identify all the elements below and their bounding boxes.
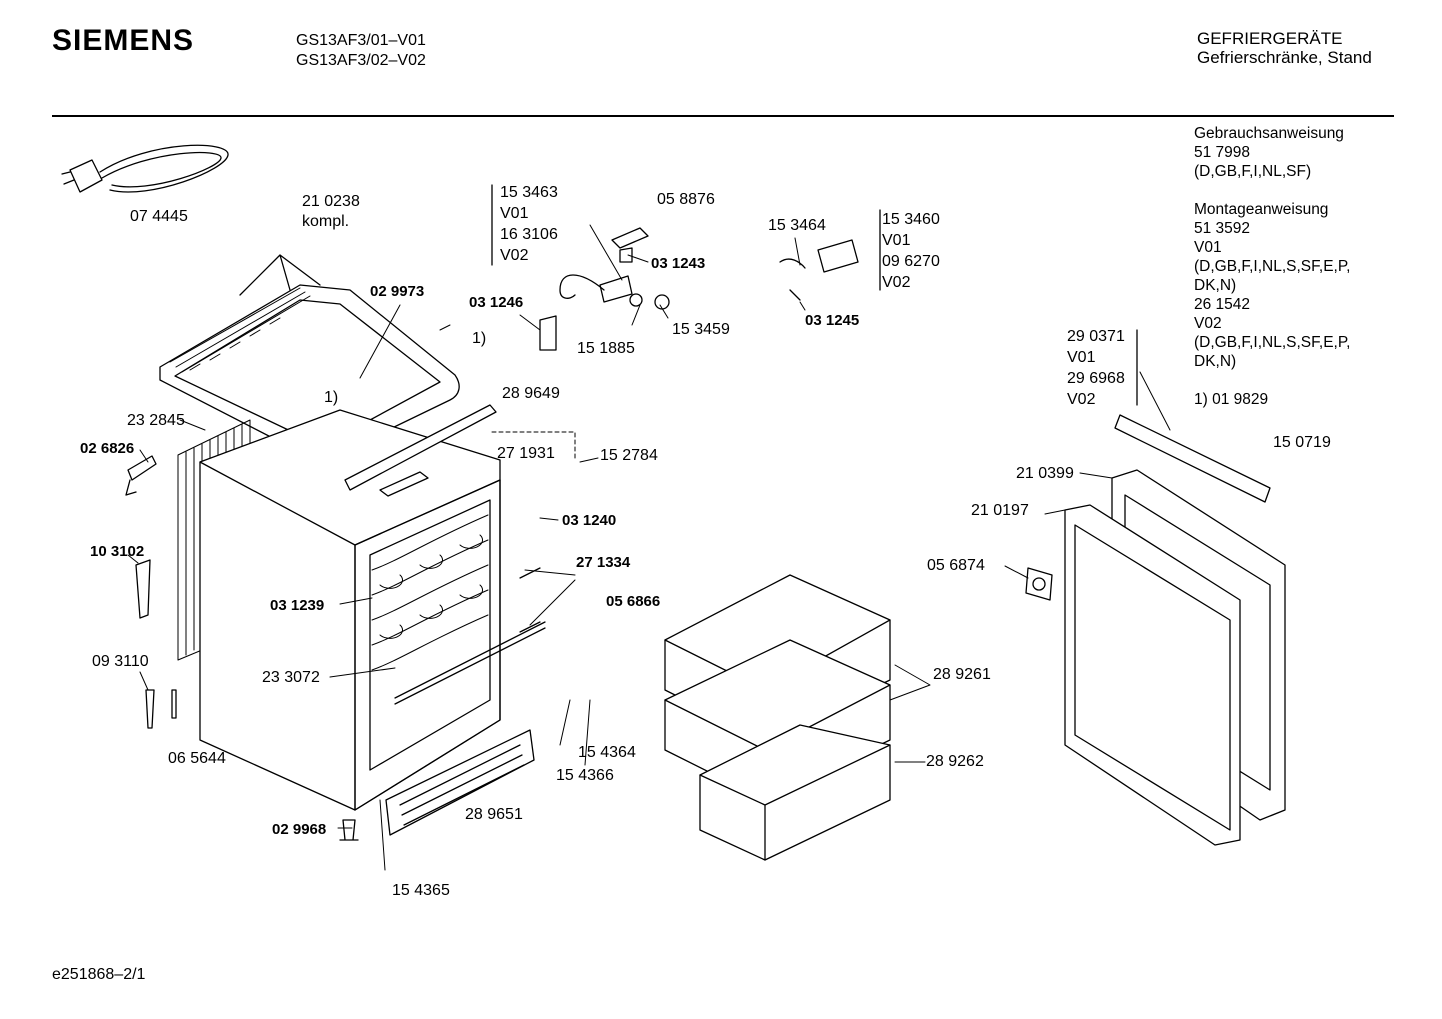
- info-line: 26 1542: [1194, 296, 1251, 313]
- part-label: 05 8876: [657, 191, 715, 208]
- part-label: 15 1885: [577, 340, 635, 357]
- part-label: 28 9651: [465, 806, 523, 823]
- power-cord-drawing: [61, 144, 229, 193]
- version-label: V01: [882, 232, 911, 249]
- drawers-drawing: [664, 574, 891, 861]
- category-subtitle: Gefrierschränke, Stand: [1197, 48, 1372, 67]
- part-label: 03 1240: [562, 512, 617, 529]
- info-line: 1) 01 9829: [1194, 391, 1269, 408]
- siemens-logo: SIEMENS: [52, 24, 195, 57]
- part-label: 05 6874: [927, 557, 985, 574]
- part-label: 09 6270: [882, 253, 940, 270]
- part-label: 15 3464: [768, 217, 826, 234]
- info-line: V01: [1194, 239, 1222, 256]
- part-label: 23 3072: [262, 669, 320, 686]
- part-label: 28 9261: [933, 666, 991, 683]
- part-label: 15 3459: [672, 321, 730, 338]
- part-label: 15 4365: [392, 882, 450, 899]
- part-label: 29 0371: [1067, 328, 1125, 345]
- part-label: 03 1246: [469, 294, 524, 311]
- part-label: 21 0238: [302, 193, 360, 210]
- info-line: (D,GB,F,I,NL,S,SF,E,P,: [1194, 334, 1351, 351]
- category-title: GEFRIERGERÄTE: [1197, 29, 1343, 48]
- info-line: Gebrauchsanweisung: [1194, 125, 1344, 142]
- version-label: V01: [500, 205, 529, 222]
- part-label: 09 3110: [92, 653, 149, 670]
- rail-drawing: [344, 404, 497, 497]
- info-line: 51 3592: [1194, 220, 1251, 237]
- part-label: 29 6968: [1067, 370, 1125, 387]
- part-label: 23 2845: [127, 412, 185, 429]
- part-label: 27 1931: [497, 445, 555, 462]
- part-label: 02 6826: [80, 440, 135, 457]
- info-line: (D,GB,F,I,NL,SF): [1194, 163, 1312, 180]
- documentation-info: Gebrauchsanweisung 51 7998 (D,GB,F,I,NL,…: [1194, 124, 1350, 409]
- info-line: (D,GB,F,I,NL,S,SF,E,P,: [1194, 258, 1351, 275]
- info-line: V02: [1194, 315, 1222, 332]
- version-label: V02: [1067, 391, 1096, 408]
- footnote-marker: 1): [472, 330, 487, 347]
- thermostat-drawing: [491, 184, 1138, 406]
- part-label: 28 9262: [926, 753, 984, 770]
- info-line: Montageanweisung: [1194, 201, 1329, 218]
- version-label: V02: [500, 247, 529, 264]
- top-cover-drawing: [159, 254, 460, 461]
- part-label: 07 4445: [130, 208, 188, 225]
- part-label: 02 9968: [272, 821, 327, 838]
- version-label: V02: [882, 274, 911, 291]
- part-label: 03 1239: [270, 597, 325, 614]
- info-line: 51 7998: [1194, 144, 1251, 161]
- info-line: DK,N): [1194, 353, 1237, 370]
- version-label: V01: [1067, 349, 1096, 366]
- part-label: 28 9649: [502, 385, 560, 402]
- model-number-2: GS13AF3/02–V02: [296, 52, 426, 69]
- info-line: DK,N): [1194, 277, 1237, 294]
- leader-lines: [127, 224, 1171, 871]
- plinth-grille-drawing: [385, 729, 535, 836]
- part-label: 10 3102: [90, 543, 145, 560]
- part-label: 03 1245: [805, 312, 860, 329]
- model-number-1: GS13AF3/01–V01: [296, 32, 426, 49]
- small-parts-left: [125, 455, 359, 841]
- part-label: 15 3463: [500, 184, 558, 201]
- part-label: 15 4366: [556, 767, 614, 784]
- part-label: 27 1334: [576, 554, 631, 571]
- part-label: 05 6866: [606, 593, 661, 610]
- part-label: 15 2784: [600, 447, 658, 464]
- cabinet-body-drawing: [199, 409, 546, 811]
- footnote-marker: 1): [324, 389, 339, 406]
- part-label: 21 0399: [1016, 465, 1074, 482]
- part-label: 03 1243: [651, 255, 706, 272]
- part-label: 21 0197: [971, 502, 1029, 519]
- header-divider: [52, 115, 1394, 117]
- part-label: 15 3460: [882, 211, 940, 228]
- part-label: kompl.: [302, 213, 350, 230]
- part-label: 02 9973: [370, 283, 425, 300]
- drawing-code: e251868–2/1: [52, 966, 146, 983]
- part-label: 15 4364: [578, 744, 636, 761]
- part-label: 15 0719: [1273, 434, 1331, 451]
- part-label: 06 5644: [168, 750, 226, 767]
- part-label: 16 3106: [500, 226, 558, 243]
- freezer-door-drawing: [1025, 414, 1286, 846]
- lamp-switch-drawing: [779, 239, 859, 301]
